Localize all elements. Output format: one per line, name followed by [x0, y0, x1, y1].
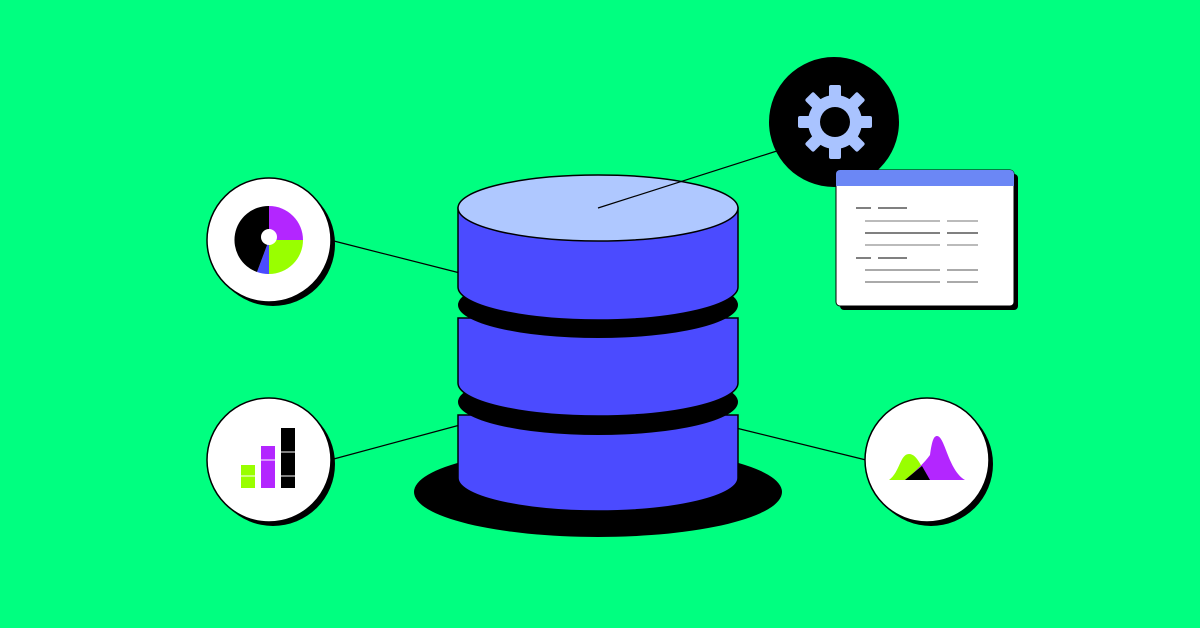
gear-icon [798, 85, 872, 159]
connector-bars [329, 424, 461, 461]
connector-lines [329, 239, 867, 461]
document-text-lines [856, 207, 978, 283]
connector-curve [735, 427, 867, 461]
document-window-icon [835, 169, 1018, 310]
connector-gear [597, 149, 781, 209]
donut-chart-icon [234, 205, 303, 275]
bar-chart-icon [241, 428, 295, 488]
distribution-badge [864, 397, 993, 526]
bar-chart-badge [206, 397, 335, 526]
cylinder-segment-2 [457, 317, 739, 417]
database-icon [414, 174, 782, 537]
gear-badge[interactable] [769, 57, 899, 187]
window-titlebar [836, 170, 1014, 186]
donut-chart-badge [206, 177, 335, 306]
connector-donut [329, 239, 461, 274]
distribution-curve-icon [889, 436, 965, 480]
cylinder-segment-3 [457, 414, 739, 512]
